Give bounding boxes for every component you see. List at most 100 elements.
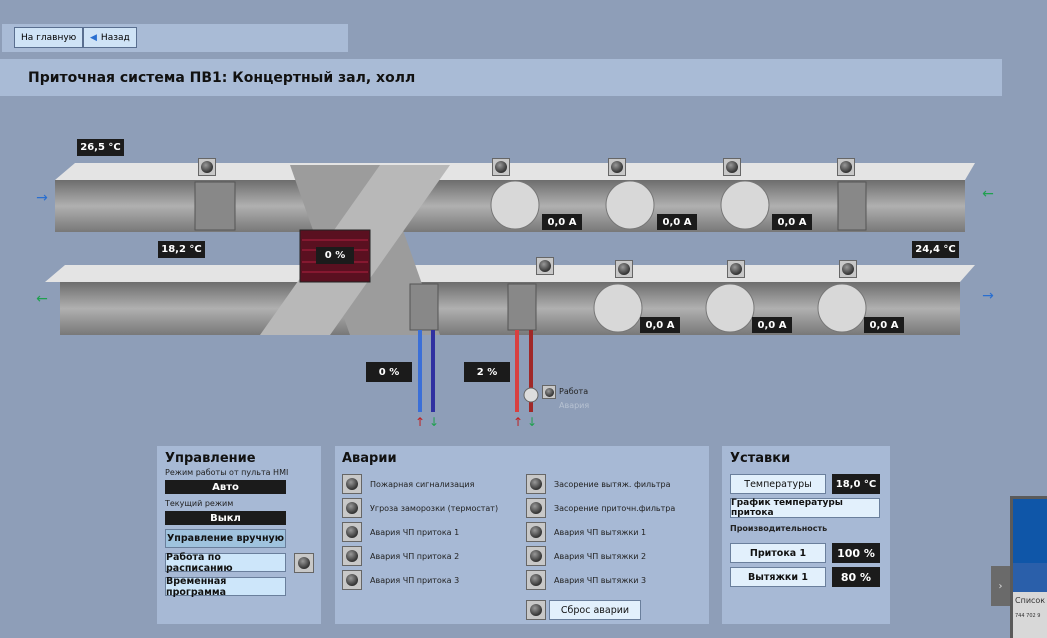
teamviewer-expand-button[interactable]: ›	[991, 566, 1010, 606]
exhaust-filter-indicator	[837, 158, 855, 176]
filter-indicator	[198, 158, 216, 176]
alarm-row: Засорение вытяж. фильтра	[526, 472, 675, 496]
exhaust-fan-1-indicator	[492, 158, 510, 176]
hmi-mode-value: Авто	[165, 480, 286, 494]
nav-bar: На главную ◀Назад	[2, 24, 348, 52]
exhaust-fan-2	[605, 180, 655, 230]
damper-value: 0 %	[316, 247, 354, 264]
ventilation-scheme: ↑ ↓ ↑ ↓ → ← ← →	[36, 163, 994, 429]
alarm-row: Угроза заморозки (термостат)	[342, 496, 498, 520]
exhaust-1-button[interactable]: Вытяжки 1	[730, 567, 826, 587]
alarm-row: Авария ЧП притока 2	[342, 544, 498, 568]
air-in-arrow-icon: →	[36, 190, 48, 206]
alarm-label: Авария ЧП притока 2	[370, 551, 460, 561]
alarm-indicator	[342, 522, 362, 542]
alarm-indicator	[342, 546, 362, 566]
pump-run-label: Работа	[559, 387, 589, 396]
control-title: Управление	[165, 451, 256, 466]
temperature-setpoint: 18,0 °C	[832, 474, 880, 494]
up-arrow-icon: ↑	[415, 415, 425, 429]
manual-control-button[interactable]: Управление вручную	[165, 529, 286, 548]
supply-fan-3-current: 0,0 A	[864, 317, 904, 333]
time-program-button[interactable]: Временная программа	[165, 576, 286, 598]
pump-icon	[523, 387, 539, 403]
temperatures-button[interactable]: Температуры	[730, 474, 826, 494]
air-out-arrow-icon: →	[982, 288, 994, 304]
cooling-valve-value: 0 %	[366, 362, 412, 382]
alarm-label: Авария ЧП притока 1	[370, 527, 460, 537]
alarm-row: Пожарная сигнализация	[342, 472, 498, 496]
exhaust-1-value: 80 %	[832, 567, 880, 587]
home-button[interactable]: На главную	[14, 27, 84, 48]
alarm-indicator	[342, 498, 362, 518]
temp-supply: 24,4 °C	[912, 241, 959, 258]
supply-1-button[interactable]: Притока 1	[730, 543, 826, 563]
alarm-indicator	[342, 474, 362, 494]
page-title: Приточная система ПВ1: Концертный зал, х…	[0, 59, 1002, 96]
alarm-label: Пожарная сигнализация	[370, 479, 475, 489]
alarm-row: Авария ЧП притока 1	[342, 520, 498, 544]
temp-outdoor: 26,5 °C	[77, 139, 124, 156]
supply-fan-3	[817, 283, 867, 333]
chevron-right-icon: ›	[998, 580, 1003, 592]
supply-fan-2	[705, 283, 755, 333]
back-button[interactable]: ◀Назад	[83, 27, 137, 48]
teamviewer-id: 744 702 9	[1015, 613, 1041, 619]
exhaust-fan-3-current: 0,0 A	[772, 214, 812, 230]
alarm-label: Угроза заморозки (термостат)	[370, 503, 499, 513]
alarm-row: Авария ЧП вытяжки 3	[526, 568, 675, 592]
alarm-row: Авария ЧП вытяжки 1	[526, 520, 675, 544]
supply-temp-graph-button[interactable]: График температуры притока	[730, 498, 880, 518]
control-panel: Управление Режим работы от пульта HMI Ав…	[157, 446, 321, 624]
supply-fan-1-indicator	[615, 260, 633, 278]
pump-fault-label: Авария	[559, 401, 590, 410]
alarm-label: Авария ЧП вытяжки 1	[554, 527, 647, 537]
schedule-button[interactable]: Работа по расписанию	[165, 552, 286, 574]
alarm-indicator	[526, 474, 546, 494]
current-mode-label: Текущий режим	[165, 499, 234, 508]
back-label: Назад	[100, 32, 130, 43]
exhaust-fan-2-indicator	[608, 158, 626, 176]
heater-indicator	[536, 257, 554, 275]
alarm-label: Авария ЧП вытяжки 3	[554, 575, 647, 585]
supply-fan-1	[593, 283, 643, 333]
alarm-label: Засорение вытяж. фильтра	[554, 479, 671, 489]
reset-alarms-button[interactable]: Сброс аварии	[549, 600, 641, 620]
supply-fan-2-indicator	[727, 260, 745, 278]
back-arrow-icon: ◀	[90, 32, 97, 43]
alarm-row: Авария ЧП вытяжки 2	[526, 544, 675, 568]
up-arrow-icon: ↑	[513, 415, 523, 429]
supply-fan-3-indicator	[839, 260, 857, 278]
alarm-label: Авария ЧП притока 3	[370, 575, 460, 585]
teamviewer-toolbar	[1013, 563, 1047, 592]
setpoints-panel: Уставки Температуры 18,0 °C График темпе…	[722, 446, 890, 624]
exhaust-fan-1-current: 0,0 A	[542, 214, 582, 230]
supply-1-value: 100 %	[832, 543, 880, 563]
alarm-row: Авария ЧП притока 3	[342, 568, 498, 592]
teamviewer-widget[interactable]: Список 744 702 9	[1010, 496, 1047, 638]
alarm-label: Авария ЧП вытяжки 2	[554, 551, 647, 561]
alarm-label: Засорение приточн.фильтра	[554, 503, 676, 513]
reset-indicator	[526, 600, 546, 620]
teamviewer-panel: Список 744 702 9	[1013, 592, 1047, 638]
setpoints-title: Уставки	[730, 451, 791, 466]
alarms-title: Аварии	[342, 451, 397, 466]
alarm-row: Засорение приточн.фильтра	[526, 496, 675, 520]
heating-valve-value: 2 %	[464, 362, 510, 382]
lower-duct-top	[45, 265, 975, 282]
home-label: На главную	[21, 32, 77, 43]
temp-exhaust: 18,2 °C	[158, 241, 205, 258]
alarm-indicator	[526, 498, 546, 518]
down-arrow-icon: ↓	[429, 415, 439, 429]
teamviewer-list-label: Список	[1015, 596, 1046, 605]
alarm-indicator	[526, 522, 546, 542]
air-in-arrow-icon: ←	[982, 186, 994, 202]
exhaust-fan-1	[490, 180, 540, 230]
air-out-arrow-icon: ←	[36, 291, 48, 307]
upper-duct-top	[55, 163, 975, 180]
supply-fan-2-current: 0,0 A	[752, 317, 792, 333]
down-arrow-icon: ↓	[527, 415, 537, 429]
schedule-indicator	[294, 553, 314, 573]
hmi-mode-label: Режим работы от пульта HMI	[165, 468, 289, 477]
